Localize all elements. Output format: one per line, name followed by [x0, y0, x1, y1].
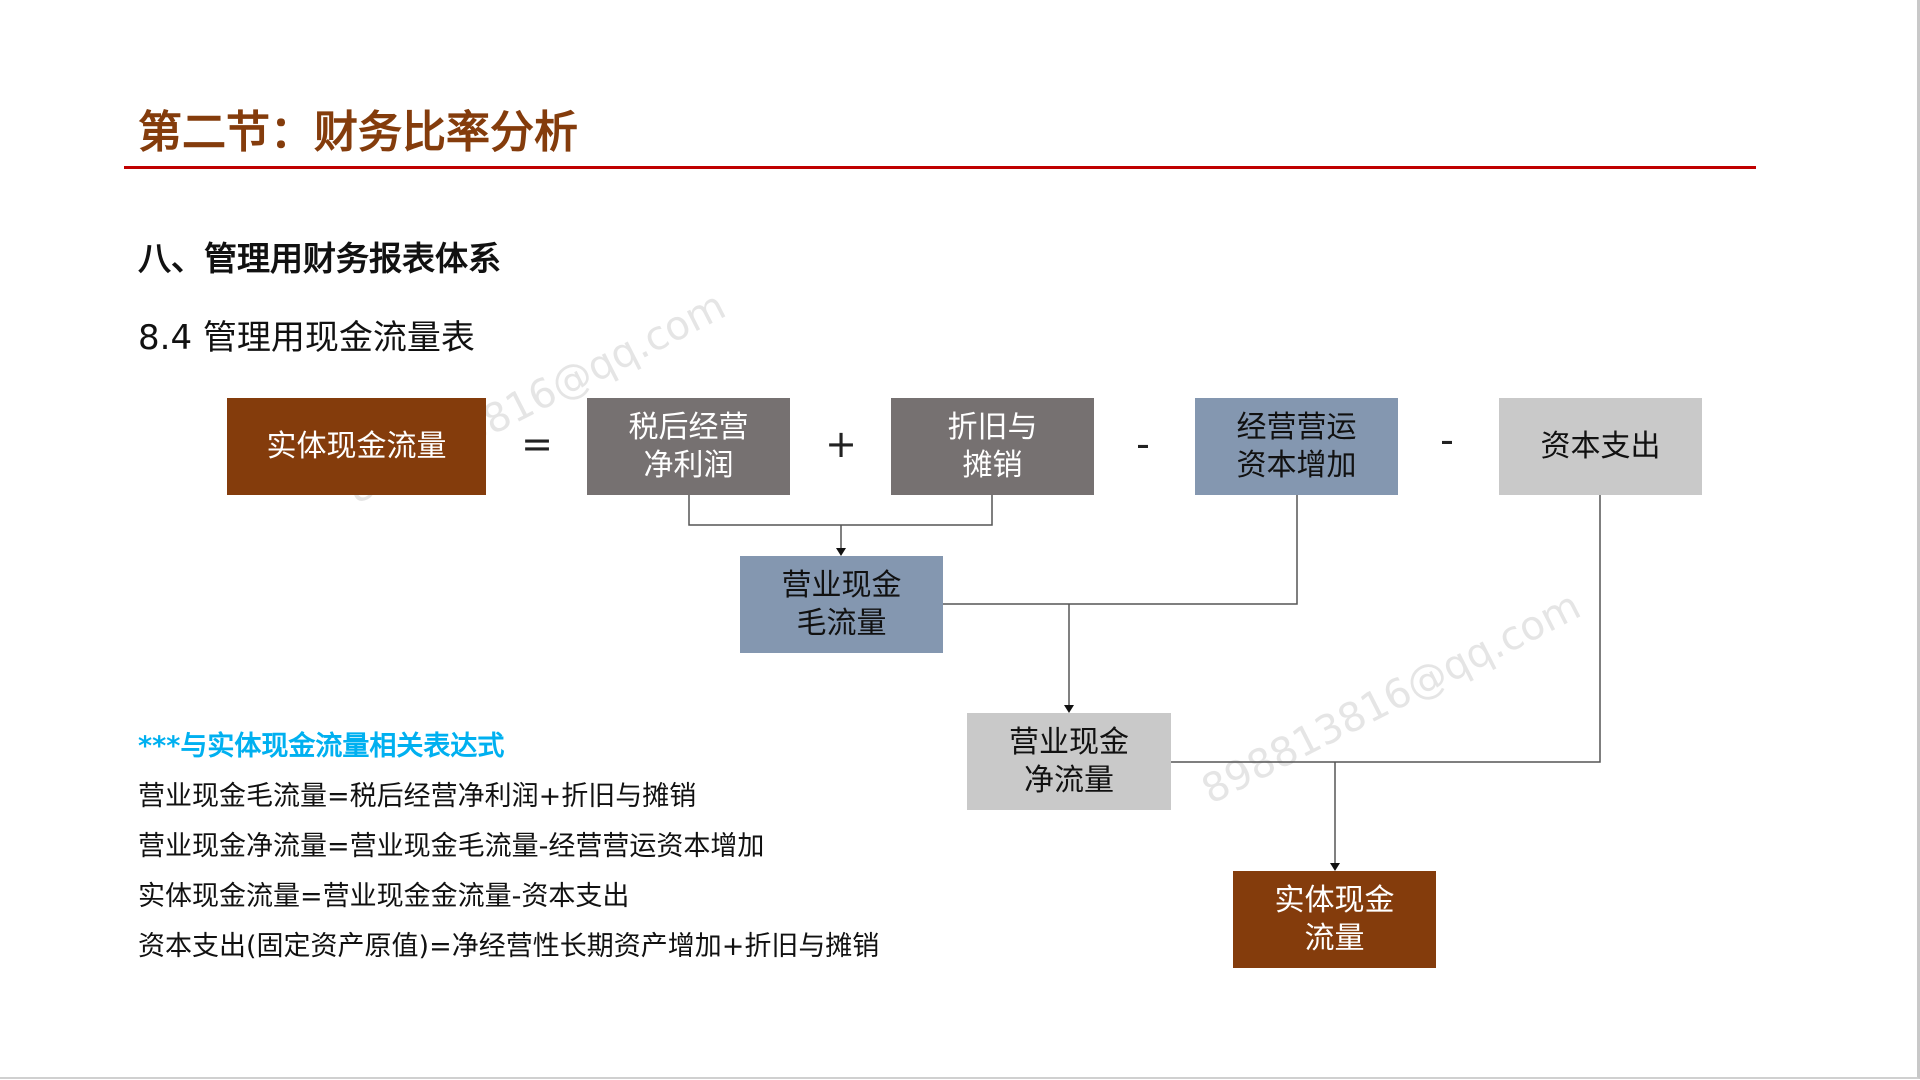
subsection-heading: 8.4 管理用现金流量表 — [138, 318, 475, 358]
expression-line: 营业现金净流量=营业现金毛流量-经营营运资本增加 — [138, 831, 765, 862]
arrowhead — [1330, 863, 1340, 871]
arrowhead — [836, 548, 846, 556]
equals-operator: = — [521, 422, 553, 466]
connector-profit-depreciation — [688, 495, 993, 526]
arrowhead — [1064, 705, 1074, 713]
connector-working-capital — [943, 495, 1298, 605]
minus-operator: - — [1440, 418, 1454, 462]
title-divider — [124, 166, 1756, 169]
depreciation-amortization-box: 折旧与 摊销 — [891, 398, 1094, 495]
section-heading: 八、管理用财务报表体系 — [138, 239, 501, 278]
working-capital-increase-box: 经营营运 资本增加 — [1195, 398, 1398, 495]
net-operating-cash-flow-box: 营业现金 净流量 — [967, 713, 1171, 810]
entity-cash-flow-result-box: 实体现金 流量 — [1233, 871, 1436, 968]
minus-operator: - — [1136, 422, 1150, 466]
expression-line: 实体现金流量=营业现金金流量-资本支出 — [138, 881, 630, 912]
plus-operator: + — [825, 422, 857, 466]
slide-title: 第二节：财务比率分析 — [138, 107, 578, 158]
entity-cash-flow-box: 实体现金流量 — [227, 398, 486, 495]
expression-line: 营业现金毛流量=税后经营净利润+折旧与摊销 — [138, 781, 697, 812]
capital-expenditure-box: 资本支出 — [1499, 398, 1702, 495]
expressions-heading: ***与实体现金流量相关表达式 — [138, 731, 505, 762]
expression-line: 资本支出(固定资产原值)=净经营性长期资产增加+折旧与摊销 — [138, 931, 880, 962]
after-tax-operating-profit-box: 税后经营 净利润 — [587, 398, 790, 495]
connector-capex — [1171, 495, 1601, 763]
gross-operating-cash-flow-box: 营业现金 毛流量 — [740, 556, 943, 653]
